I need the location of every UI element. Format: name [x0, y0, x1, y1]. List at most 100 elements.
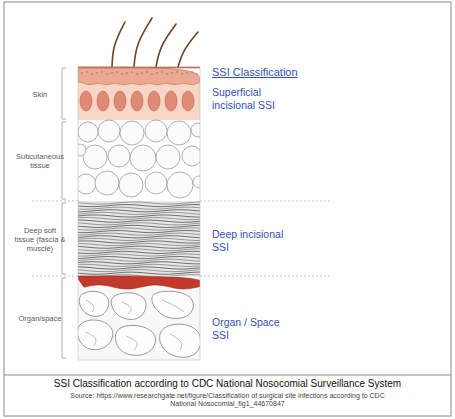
muscle-fibre [78, 262, 200, 264]
layer-label: Subcutaneous tissue [14, 152, 66, 170]
epidermis-texture [186, 72, 188, 74]
column-outline [78, 67, 200, 360]
fat-cell [83, 145, 107, 169]
dermis-layer [78, 80, 200, 120]
epidermis-texture [141, 72, 143, 74]
tissue-layer: Skin [78, 67, 200, 120]
ssi-label: Deep incisional SSI [212, 228, 294, 253]
muscle-fibre [78, 218, 200, 220]
fat-cell [193, 176, 200, 188]
intestine-fold [122, 302, 131, 314]
muscle-fibre [78, 205, 200, 207]
dermal-papilla [97, 91, 109, 111]
fat-cell [119, 173, 143, 197]
figure-caption: SSI Classification according to CDC Nati… [8, 378, 447, 389]
intestine-fold [86, 332, 96, 346]
epidermis-texture [146, 71, 148, 73]
dermal-papilla [182, 91, 194, 111]
epidermis-texture [156, 72, 158, 74]
muscle-fibre [78, 251, 200, 253]
epidermis-layer [78, 67, 200, 85]
epidermis-texture [91, 73, 93, 75]
tissue-layer: Deep soft tissue (fascia & muscle) [78, 201, 200, 276]
intestine-loop [152, 291, 194, 318]
tissue-layer: Subcutaneous tissue [78, 120, 200, 201]
epidermis-texture [106, 73, 108, 75]
epidermis-texture [111, 72, 113, 74]
dermal-papilla [148, 91, 160, 111]
tissue-layer: Organ/space [78, 276, 200, 360]
intestine-fold [86, 300, 94, 312]
intestine-loop [115, 325, 155, 355]
dermal-papilla [114, 91, 126, 111]
intestine-loop [78, 320, 113, 350]
muscle-fibre [78, 220, 200, 222]
muscle-fibre [78, 267, 200, 269]
muscle-fibre [78, 236, 200, 238]
epidermis-texture [196, 73, 198, 75]
fat-cell [130, 145, 156, 171]
epidermis-texture [96, 72, 98, 74]
fat-layer [78, 120, 200, 201]
fat-cell [98, 120, 120, 142]
fat-cell [145, 120, 167, 142]
muscle-fibre [78, 269, 200, 271]
epidermis-texture [86, 71, 88, 73]
epidermis-texture [121, 73, 123, 75]
epidermis-texture [81, 72, 83, 74]
dermal-papilla [165, 91, 177, 111]
muscle-fibre [78, 210, 200, 212]
muscle-fibre [78, 228, 200, 230]
intestine-loop [160, 324, 200, 357]
epidermis-texture [161, 71, 163, 73]
tissue-column [78, 67, 200, 360]
fat-cell [78, 174, 96, 194]
fat-cell [78, 122, 98, 142]
muscle-fibre [78, 212, 200, 214]
hair-strand [156, 24, 176, 67]
muscle-fibre [78, 202, 200, 204]
muscle-fibre [78, 254, 200, 256]
layer-label: Skin [14, 89, 66, 98]
intestine-fold [170, 334, 182, 350]
fat-cell [145, 172, 167, 194]
epidermis-texture [126, 72, 128, 74]
fat-cell [156, 145, 180, 169]
fat-cell [167, 121, 191, 145]
epidermis-texture [151, 73, 153, 75]
peritoneum-band [78, 276, 200, 289]
bracket-group [62, 68, 66, 358]
source-note: Source: https://www.researchgate.net/fig… [60, 392, 395, 409]
layer-label: Organ/space [14, 314, 66, 323]
muscle-fibre [78, 215, 200, 217]
muscle-fibre [78, 243, 200, 245]
epidermis-texture [176, 71, 178, 73]
fat-cell [108, 145, 130, 167]
epidermis-texture [136, 73, 138, 75]
epidermis-texture [171, 72, 173, 74]
muscle-fibre [78, 231, 200, 233]
ssi-label: Organ / Space SSI [212, 316, 294, 341]
fat-cell [95, 171, 119, 195]
outer-frame [4, 2, 451, 416]
fat-cell [167, 172, 193, 198]
epidermis-texture [101, 71, 103, 73]
intestine-loop [111, 293, 146, 320]
muscle-fibre [78, 264, 200, 266]
hair-group [112, 18, 198, 67]
fat-cell [120, 121, 144, 145]
layer-bracket [62, 68, 66, 119]
epidermis-texture [166, 73, 168, 75]
epidermis-texture [191, 71, 193, 73]
muscle-fibre [78, 233, 200, 235]
dermal-papilla [80, 91, 92, 111]
muscle-fibre [78, 223, 200, 225]
muscle-fibre [78, 207, 200, 209]
muscle-fibre [78, 257, 200, 259]
layer-bracket [62, 278, 66, 358]
muscle-fibre [78, 238, 200, 240]
epidermis-texture [116, 71, 118, 73]
intestine-loop [79, 291, 109, 316]
hair-strand [178, 32, 198, 67]
